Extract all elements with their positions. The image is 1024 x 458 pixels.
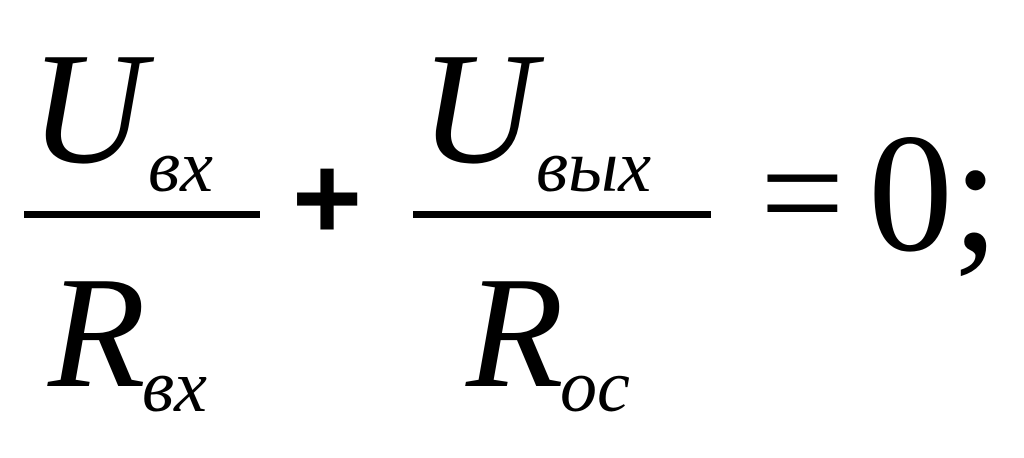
numerator-2-subscript: вых xyxy=(536,126,652,208)
plus-sign: + xyxy=(292,131,363,265)
fraction-bar-2 xyxy=(413,211,711,218)
numerator-1-subscript: вх xyxy=(148,126,213,208)
numerator-2-symbol: U xyxy=(420,19,536,197)
denominator-2-symbol: R xyxy=(466,243,564,421)
numerator-1-symbol: U xyxy=(30,19,146,197)
denominator-2-subscript: ос xyxy=(560,346,630,428)
result-value: 0 xyxy=(868,99,953,287)
denominator-1-subscript: вх xyxy=(142,346,207,428)
equals-sign: = xyxy=(760,110,845,276)
fraction-bar-1 xyxy=(24,211,260,218)
denominator-1-symbol: R xyxy=(48,243,146,421)
semicolon: ; xyxy=(952,99,1000,287)
